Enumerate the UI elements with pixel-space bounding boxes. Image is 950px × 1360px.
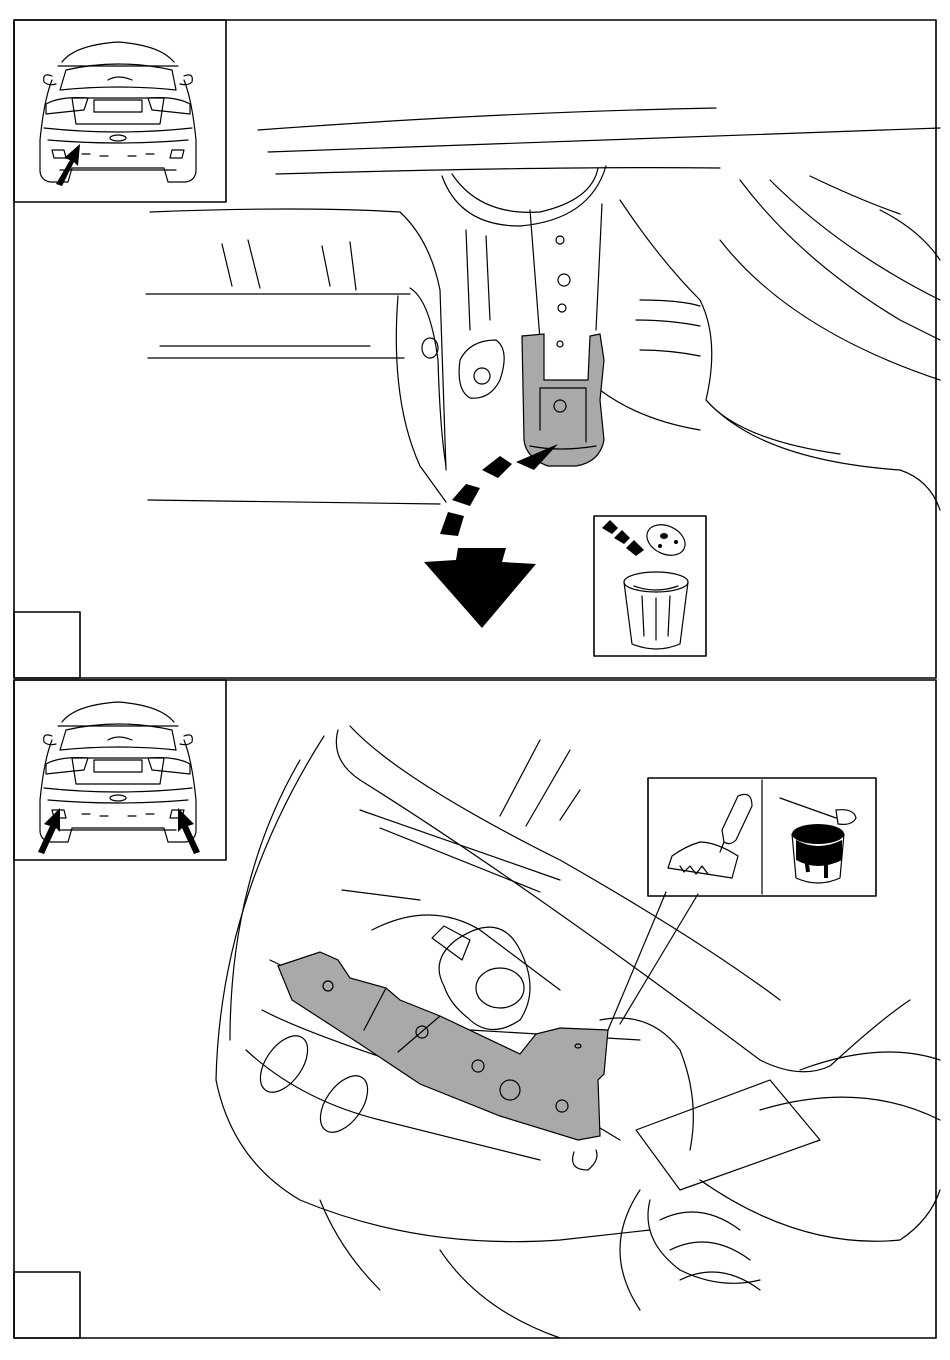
panel-2-thumbnail bbox=[14, 680, 226, 860]
bracket-to-remove bbox=[522, 334, 604, 466]
thumbnail-arrow-right-icon bbox=[178, 808, 200, 854]
removal-arrow-icon bbox=[424, 444, 558, 628]
scraper-icon bbox=[668, 794, 752, 878]
panel-1-thumbnail bbox=[14, 20, 226, 202]
panel-1-step-box bbox=[14, 612, 80, 678]
mounting-plate bbox=[278, 952, 608, 1140]
panel-1 bbox=[14, 20, 940, 678]
thumbnail-arrow-left-icon bbox=[38, 808, 60, 854]
panel-2 bbox=[14, 680, 940, 1338]
callout-tools bbox=[608, 778, 876, 1030]
dispose-bin-icon bbox=[594, 516, 706, 656]
panel-2-step-box bbox=[14, 1272, 80, 1338]
paint-can-icon bbox=[780, 798, 856, 883]
